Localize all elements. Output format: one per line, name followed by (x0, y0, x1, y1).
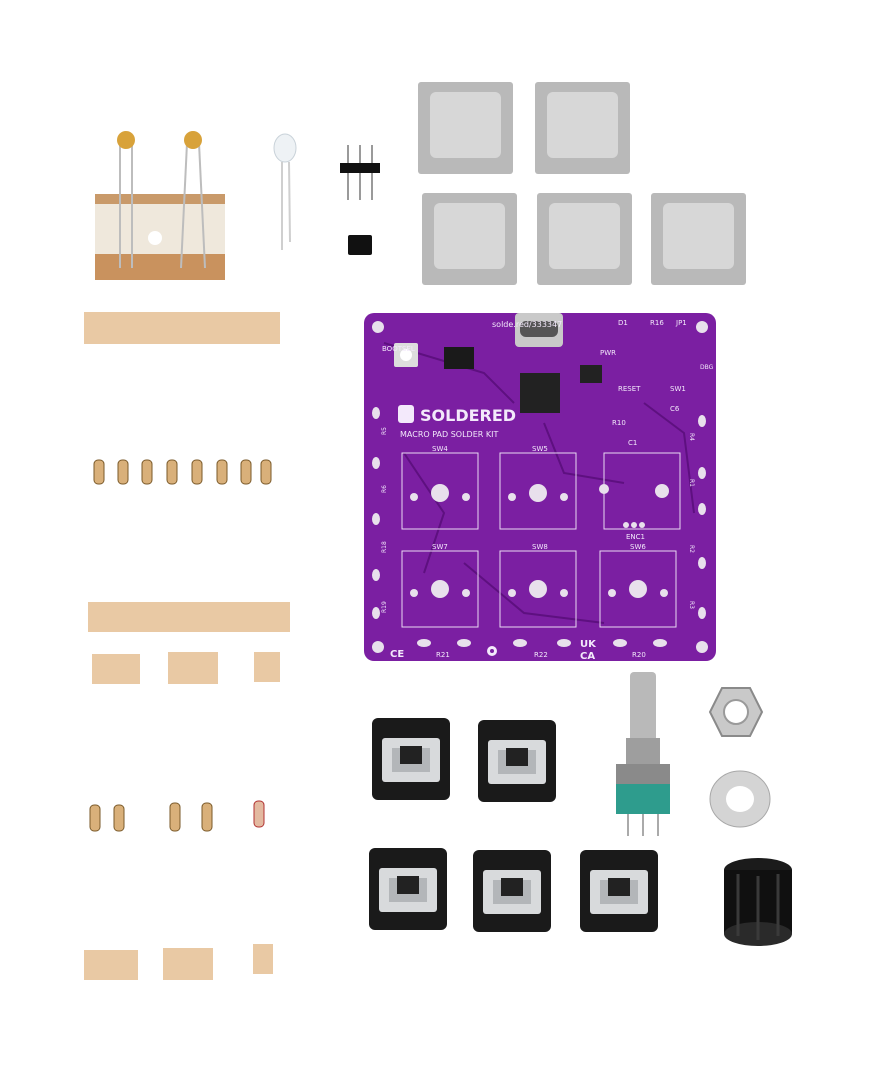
gear-icon (487, 646, 497, 656)
sw1-label: SW1 (670, 385, 686, 393)
microcontroller-chip (520, 373, 560, 413)
r16-label: R16 (650, 319, 664, 327)
keycap (651, 193, 746, 285)
washer (709, 770, 771, 828)
keycap (535, 82, 630, 174)
bootsel-label: BOOTSEL (382, 345, 415, 353)
ceramic-capacitors-on-tape (95, 131, 225, 280)
macro-pad-pcb: solde.red/333347 BOOTSEL PWR D1 R16 JP1 … (364, 313, 716, 661)
ce-mark: CE (390, 649, 404, 660)
r5-label: R5 (381, 427, 388, 435)
mechanical-switch (473, 850, 551, 932)
c1-label: C1 (628, 439, 637, 447)
hex-nut (708, 687, 764, 737)
pin-header-and-jumper (340, 145, 380, 255)
sw6-label: SW6 (630, 543, 646, 551)
tape-piece (163, 948, 213, 980)
d1-label: D1 (618, 319, 628, 327)
keycap (422, 193, 517, 285)
mechanical-switch (478, 720, 556, 802)
r1-label: R1 (688, 479, 695, 487)
tape-piece (92, 654, 140, 684)
mechanical-switch (372, 718, 450, 800)
r10-label: R10 (612, 419, 626, 427)
keycap (537, 193, 632, 285)
reset-label: RESET (618, 385, 641, 393)
sw8-label: SW8 (532, 543, 548, 551)
keycap (418, 82, 513, 174)
ukca-mark-top: UK (580, 639, 597, 650)
resistors-row (89, 800, 265, 832)
r19-label: R19 (381, 601, 388, 613)
r4-label: R4 (688, 433, 695, 441)
product-name: MACRO PAD SOLDER KIT (400, 430, 498, 439)
pwr-label: PWR (600, 349, 616, 357)
enc1-label: ENC1 (626, 533, 645, 541)
r22-label: R22 (534, 651, 548, 659)
r20-label: R20 (632, 651, 646, 659)
sw5-label: SW5 (532, 445, 548, 453)
brand-name: SOLDERED (420, 406, 516, 425)
mechanical-switch (580, 850, 658, 932)
clear-led (273, 133, 297, 250)
tape-strip (84, 312, 280, 344)
r6-label: R6 (381, 485, 388, 493)
ukca-mark-bottom: CA (580, 651, 595, 661)
tape-piece (253, 944, 273, 974)
soldered-logo-icon (398, 405, 414, 423)
dbg-label: DBG (700, 364, 714, 371)
rotary-encoder (616, 672, 670, 836)
pcb-url: solde.red/333347 (492, 320, 562, 329)
mechanical-switch (369, 848, 447, 930)
r21-label: R21 (436, 651, 450, 659)
r18-label: R18 (381, 541, 388, 553)
jp1-label: JP1 (675, 319, 687, 327)
c6-label: C6 (670, 405, 680, 413)
tape-strip (88, 602, 290, 632)
r2-label: R2 (688, 545, 695, 553)
resistors-row (93, 459, 272, 485)
tape-piece (84, 950, 138, 980)
sw7-label: SW7 (432, 543, 448, 551)
tape-piece (168, 652, 218, 684)
tape-piece (254, 652, 280, 682)
encoder-knob (724, 858, 792, 946)
r3-label: R3 (688, 601, 695, 609)
sw4-label: SW4 (432, 445, 448, 453)
flash-chip (444, 347, 474, 369)
